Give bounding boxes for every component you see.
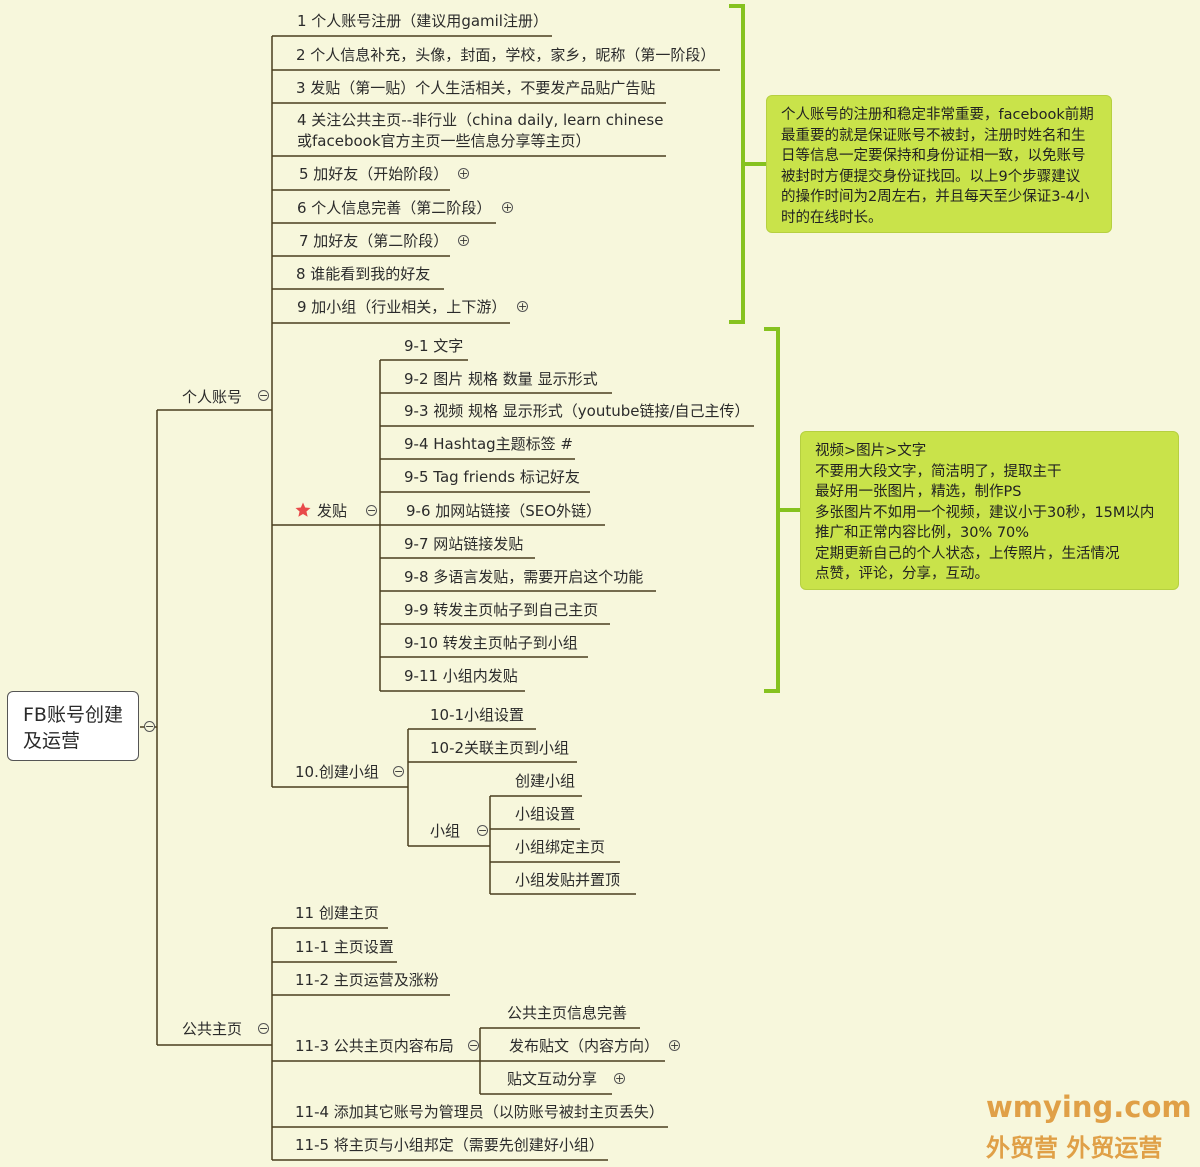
branch-group[interactable]: 小组: [430, 822, 461, 840]
group-item-1[interactable]: 10-1小组设置: [430, 706, 525, 724]
note-line: 最重要的就是保证账号不被封，注册时姓名和生: [781, 127, 1086, 144]
posting-item-8[interactable]: 9-8 多语言发贴，需要开启这个功能: [404, 568, 644, 586]
note-line: 视频>图片>文字: [815, 443, 927, 459]
collapse-icon[interactable]: −: [144, 720, 155, 733]
branch-create-group[interactable]: 10.创建小组: [295, 763, 379, 781]
group-item-2[interactable]: 10-2关联主页到小组: [430, 739, 570, 757]
note-line: 个人账号的注册和稳定非常重要，facebook前期: [781, 107, 1094, 123]
posting-item-6[interactable]: 9-6 加网站链接（SEO外链）: [406, 502, 602, 520]
note-account-stability: 个人账号的注册和稳定非常重要，facebook前期 最重要的就是保证账号不被封，…: [766, 95, 1112, 233]
note-line: 不要用大段文字，简洁明了，提取主干: [815, 463, 1062, 480]
step-6[interactable]: 6 个人信息完善（第二阶段）: [297, 199, 492, 217]
expand-icon[interactable]: +: [458, 234, 469, 247]
group-sub-item-2[interactable]: 小组设置: [515, 805, 576, 823]
expand-icon[interactable]: +: [458, 167, 469, 180]
collapse-icon[interactable]: −: [258, 1022, 269, 1035]
branch-personal-account[interactable]: 个人账号: [182, 388, 243, 406]
note-line: 点赞，评论，分享，互动。: [815, 566, 989, 582]
expand-icon[interactable]: +: [517, 300, 528, 313]
watermark-brand: 外贸营 外贸运营: [986, 1134, 1163, 1162]
watermark-url: wmying.com: [986, 1090, 1192, 1124]
posting-item-5[interactable]: 9-5 Tag friends 标记好友: [404, 468, 580, 486]
step-4-line2[interactable]: 或facebook官方主页一些信息分享等主页）: [297, 132, 591, 150]
branch-posting[interactable]: 发贴: [317, 502, 348, 520]
page-item-11-3[interactable]: 11-3 公共主页内容布局: [295, 1037, 454, 1055]
expand-icon[interactable]: +: [502, 201, 513, 214]
root-topic[interactable]: FB账号创建 及运营: [7, 691, 139, 761]
note-line: 被封时方便提交身份证找回。以上9个步骤建议: [781, 168, 1081, 185]
note-line: 日等信息一定要保持和身份证相一致，以免账号: [781, 148, 1086, 164]
collapse-icon[interactable]: −: [468, 1039, 479, 1052]
star-icon: [295, 502, 311, 517]
page-item-11-1[interactable]: 11-1 主页设置: [295, 938, 394, 956]
layout-item-2[interactable]: 发布贴文（内容方向）: [509, 1037, 660, 1055]
page-item-11-4[interactable]: 11-4 添加其它账号为管理员（以防账号被封主页丢失）: [295, 1103, 664, 1121]
step-7[interactable]: 7 加好友（第二阶段）: [299, 232, 449, 250]
page-item-11-5[interactable]: 11-5 将主页与小组邦定（需要先创建好小组）: [295, 1136, 604, 1154]
step-3[interactable]: 3 发贴（第一贴）个人生活相关，不要发产品贴广告贴: [296, 79, 656, 97]
note-line: 多张图片不如用一个视频，建议小于30秒，15M以内: [815, 504, 1155, 521]
layout-item-1[interactable]: 公共主页信息完善: [507, 1004, 628, 1022]
branch-public-page[interactable]: 公共主页: [182, 1020, 243, 1038]
step-8[interactable]: 8 谁能看到我的好友: [296, 265, 431, 283]
posting-item-9[interactable]: 9-9 转发主页帖子到自己主页: [404, 601, 599, 619]
expand-icon[interactable]: +: [614, 1072, 625, 1085]
collapse-icon[interactable]: −: [258, 389, 269, 402]
posting-item-2[interactable]: 9-2 图片 规格 数量 显示形式: [404, 370, 598, 388]
posting-item-10[interactable]: 9-10 转发主页帖子到小组: [404, 634, 578, 652]
root-title-line1: FB账号创建: [23, 704, 123, 726]
posting-item-7[interactable]: 9-7 网站链接发贴: [404, 535, 524, 553]
note-line: 推广和正常内容比例，30% 70%: [815, 525, 1030, 541]
collapse-icon[interactable]: −: [393, 765, 404, 778]
step-1[interactable]: 1 个人账号注册（建议用gamil注册）: [297, 12, 548, 30]
step-2[interactable]: 2 个人信息补充，头像，封面，学校，家乡，昵称（第一阶段）: [296, 46, 716, 64]
posting-item-4[interactable]: 9-4 Hashtag主题标签 #: [404, 435, 573, 453]
note-posting-tips: 视频>图片>文字 不要用大段文字，简洁明了，提取主干 最好用一张图片，精选，制作…: [800, 431, 1179, 590]
group-sub-item-4[interactable]: 小组发贴并置顶: [515, 871, 621, 889]
expand-icon[interactable]: +: [669, 1039, 680, 1052]
collapse-icon[interactable]: −: [477, 824, 488, 837]
posting-item-11[interactable]: 9-11 小组内发贴: [404, 667, 518, 685]
page-item-11[interactable]: 11 创建主页: [295, 904, 379, 922]
layout-item-3[interactable]: 贴文互动分享: [507, 1070, 598, 1088]
posting-item-1[interactable]: 9-1 文字: [404, 337, 464, 355]
collapse-icon[interactable]: −: [366, 504, 377, 517]
group-sub-item-3[interactable]: 小组绑定主页: [515, 838, 606, 856]
step-9[interactable]: 9 加小组（行业相关，上下游）: [297, 298, 507, 316]
step-4-line1[interactable]: 4 关注公共主页--非行业（china daily, learn chinese: [297, 111, 664, 129]
note-line: 最好用一张图片，精选，制作PS: [815, 484, 1022, 500]
page-item-11-2[interactable]: 11-2 主页运营及涨粉: [295, 971, 439, 989]
note-line: 定期更新自己的个人状态，上传照片，生活情况: [815, 545, 1120, 562]
note-line: 时的在线时长。: [781, 209, 883, 226]
note-line: 的操作时间为2周左右，并且每天至少保证3-4小: [781, 189, 1090, 205]
posting-item-3[interactable]: 9-3 视频 规格 显示形式（youtube链接/自己主传）: [404, 402, 750, 420]
root-title-line2: 及运营: [23, 730, 81, 752]
step-5[interactable]: 5 加好友（开始阶段）: [299, 165, 449, 183]
group-sub-item-1[interactable]: 创建小组: [515, 772, 576, 790]
